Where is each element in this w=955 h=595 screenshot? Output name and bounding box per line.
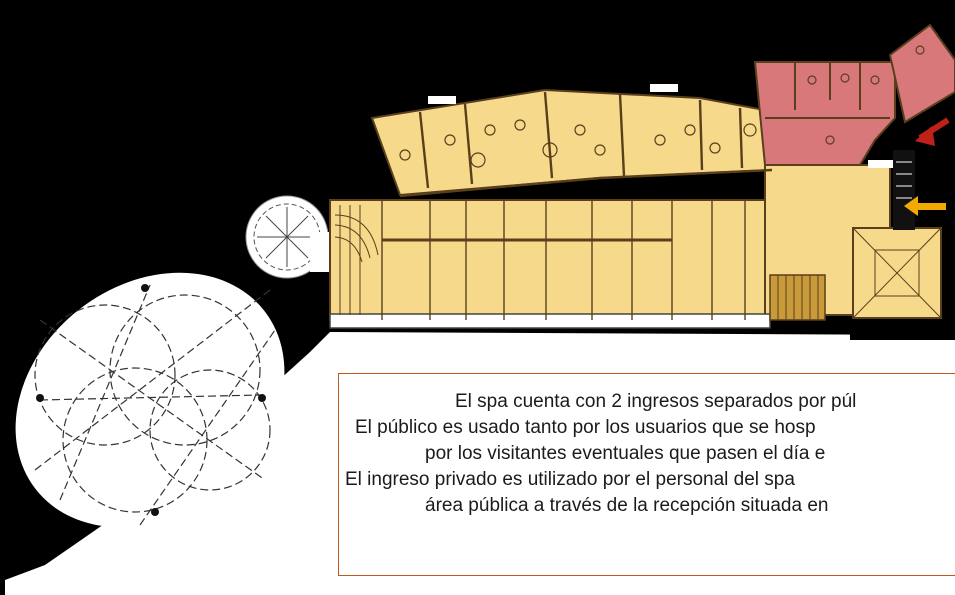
caption-line-3: por los visitantes eventuales que pasen … bbox=[425, 443, 826, 464]
stair-treads bbox=[769, 274, 826, 321]
public-zone bbox=[329, 84, 942, 329]
base-shadow bbox=[850, 320, 955, 340]
stair-column bbox=[893, 150, 915, 230]
private-zone bbox=[753, 23, 955, 230]
arrow-left-icon bbox=[904, 196, 946, 216]
caption-line-5: área pública a través de la recepción si… bbox=[425, 495, 829, 516]
oval-pool bbox=[15, 272, 285, 528]
caption-line-4: El ingreso privado es utilizado por el p… bbox=[345, 469, 795, 490]
arrow-down-left-icon bbox=[915, 117, 950, 146]
caption-line-1: El spa cuenta con 2 ingresos separados p… bbox=[455, 391, 857, 412]
caption-line-2: El público es usado tanto por los usuari… bbox=[355, 417, 816, 438]
caption-box: El spa cuenta con 2 ingresos separados p… bbox=[338, 373, 955, 576]
